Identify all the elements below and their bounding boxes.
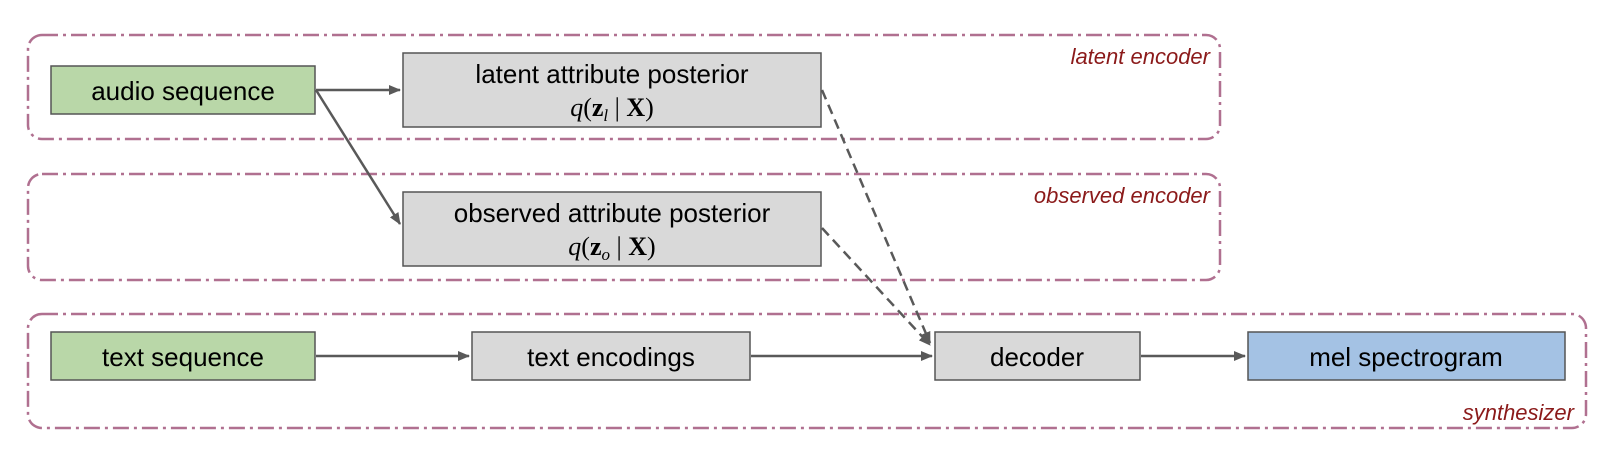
edge-audio-to-observed	[314, 89, 402, 225]
text-sequence-node: text sequence	[50, 331, 316, 381]
mel-spectrogram-node: mel spectrogram	[1247, 331, 1566, 381]
edge-latent-to-decoder	[820, 89, 932, 344]
edge-observed-to-decoder	[821, 227, 931, 346]
mel-spectrogram-label: mel spectrogram	[1309, 342, 1503, 372]
audio-sequence-node: audio sequence	[50, 65, 316, 115]
decoder-node: decoder	[934, 331, 1141, 381]
decoder-label: decoder	[990, 342, 1084, 372]
latent-posterior-formula: q(zl | X)	[570, 93, 654, 125]
audio-sequence-label: audio sequence	[91, 76, 275, 106]
observed-posterior-node: observed attribute posterior q(zo | X)	[402, 191, 822, 267]
latent-posterior-label: latent attribute posterior	[475, 59, 748, 89]
latent-encoder-group	[26, 33, 1222, 141]
text-sequence-label: text sequence	[102, 342, 264, 372]
latent-encoder-label: latent encoder	[1071, 44, 1212, 69]
text-encodings-label: text encodings	[527, 342, 695, 372]
observed-encoder-group	[26, 172, 1222, 282]
observed-encoder-label: observed encoder	[1034, 183, 1212, 208]
latent-posterior-node: latent attribute posterior q(zl | X)	[402, 52, 822, 128]
observed-posterior-formula: q(zo | X)	[568, 232, 655, 264]
observed-posterior-label: observed attribute posterior	[454, 198, 771, 228]
synthesizer-label: synthesizer	[1463, 400, 1576, 425]
synthesizer-group	[26, 312, 1588, 430]
text-encodings-node: text encodings	[471, 331, 751, 381]
